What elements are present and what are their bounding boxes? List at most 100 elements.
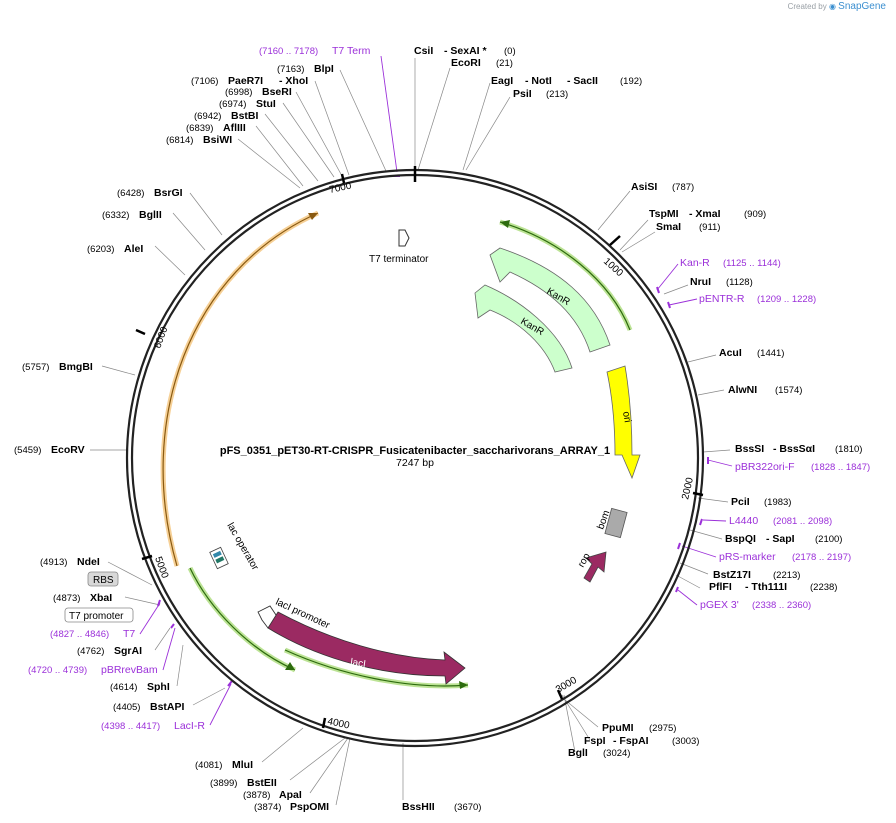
primer-laciR: LacI-R	[174, 720, 205, 732]
enzyme-ecoRV-pos: (5459)	[14, 445, 41, 456]
enzyme-aflIII-pos: (6839)	[186, 123, 213, 134]
primer-pgex: pGEX 3'	[700, 599, 739, 611]
enzyme-csi-pos: (0)	[504, 46, 516, 57]
primer-t7-pos: (4827 .. 4846)	[50, 629, 109, 640]
ori-arrow	[606, 365, 641, 480]
enzyme-blpI-pos: (7163)	[277, 64, 304, 75]
enzyme-aleI: AleI	[124, 243, 143, 255]
enzyme-pfl-pos: (2238)	[810, 582, 837, 593]
kanR-arrow-2	[474, 284, 573, 373]
tick-label: 2000	[680, 476, 696, 501]
snapgene-logo-icon: ◉	[828, 2, 836, 11]
enzyme-asiSI-pos: (787)	[672, 182, 694, 193]
enzyme-csiI: CsiI	[414, 45, 433, 57]
boxed-labels: RBS T7 promoter	[64, 571, 134, 623]
primer-marks	[157, 175, 709, 687]
enzyme-alwNI: AlwNI	[728, 384, 757, 396]
primer-rsmarker: pRS-marker	[719, 551, 776, 563]
enzyme-pae-pos: (7106)	[191, 76, 218, 87]
snapgene-brand: Created by ◉ SnapGene	[788, 1, 886, 12]
primer-pbrrev-pos: (4720 .. 4739)	[28, 665, 87, 676]
enzyme-bseRI: BseRI	[262, 86, 292, 98]
enzyme-bssHII-pos: (3670)	[454, 802, 481, 813]
enzyme-psiI-pos: (213)	[546, 89, 568, 100]
enzyme-bssSI: BssSI	[735, 443, 764, 455]
enzyme-fspI: FspI	[584, 735, 606, 747]
enzyme-xbaI: XbaI	[90, 592, 112, 604]
enzyme-blpI: BlpI	[314, 63, 334, 75]
t7-terminator-arrow	[398, 229, 410, 247]
primer-pbrrev: pBRrevBam	[101, 664, 158, 676]
enzyme-xhoI: - XhoI	[279, 75, 308, 87]
primer-t7term-pos: (7160 .. 7178)	[259, 46, 318, 57]
t7-promoter-label: T7 promoter	[69, 611, 124, 622]
lacI-arrow	[267, 611, 466, 685]
enzyme-paeR7I: PaeR7I	[228, 75, 263, 87]
primer-t7term: T7 Term	[332, 45, 371, 57]
enzyme-bstAPI: BstAPI	[150, 701, 185, 713]
tick-label: 4000	[326, 716, 350, 731]
enzyme-bsrGI: BsrGI	[154, 187, 183, 199]
features	[160, 210, 641, 689]
enzyme-pciI: PciI	[731, 496, 750, 508]
enzyme-ppuMI-pos: (2975)	[649, 723, 676, 734]
enzyme-bsiWI-pos: (6814)	[166, 135, 193, 146]
enzyme-ndeI-pos: (4913)	[40, 557, 67, 568]
enzyme-ecoRV: EcoRV	[51, 444, 85, 456]
primer-pbr322: pBR322ori-F	[735, 461, 795, 473]
enzyme-bsrGI-pos: (6428)	[117, 188, 144, 199]
enzyme-bstZ-pos: (2213)	[773, 570, 800, 581]
enzyme-bsiWI: BsiWI	[203, 134, 232, 146]
enzyme-tsp-pos: (909)	[744, 209, 766, 220]
enzyme-bstBI: BstBI	[231, 110, 259, 122]
created-by-label: Created by	[787, 2, 827, 11]
enzyme-mluI-pos: (4081)	[195, 760, 222, 771]
lac-operator-label: lac operator	[224, 521, 260, 573]
primer-pentr: pENTR-R	[699, 293, 745, 305]
enzyme-fspAI: - FspAI	[613, 735, 649, 747]
enzyme-bstZ17I: BstZ17I	[713, 569, 751, 581]
enzyme-pflFI: PflFI	[709, 581, 732, 593]
enzyme-bmgBI-pos: (5757)	[22, 362, 49, 373]
primer-l4440: L4440	[729, 515, 758, 527]
enzyme-bglII-pos: (6332)	[102, 210, 129, 221]
enzyme-stuI: StuI	[256, 98, 276, 110]
leader-lines	[90, 58, 731, 806]
primer-t7: T7	[123, 628, 135, 640]
enzyme-bssSaI: - BssSαI	[773, 443, 815, 455]
enzyme-bstEII-pos: (3899)	[210, 778, 237, 789]
enzyme-ecoRI-pos: (21)	[496, 58, 513, 69]
enzyme-sgrAI: SgrAI	[114, 645, 142, 657]
enzyme-ecoRI: EcoRI	[451, 57, 481, 69]
primer-pbr322-pos: (1828 .. 1847)	[811, 462, 870, 473]
enzyme-bmgBI: BmgBI	[59, 361, 93, 373]
enzyme-notI: - NotI	[525, 75, 552, 87]
enzyme-aflIII: AflIII	[223, 122, 246, 134]
enzyme-ppuMI: PpuMI	[602, 722, 634, 734]
enzyme-apaI: ApaI	[279, 789, 302, 801]
scale-ticks	[135, 173, 704, 729]
enzyme-bglII: BglII	[139, 209, 162, 221]
cds-track-right-arrowhead	[500, 220, 510, 228]
enzyme-smaI: SmaI	[656, 221, 681, 233]
enzyme-pciI-pos: (1983)	[764, 497, 791, 508]
enzyme-bss-pos: (1810)	[835, 444, 862, 455]
enzyme-mluI: MluI	[232, 759, 253, 771]
enzyme-nruI-pos: (1128)	[726, 277, 753, 288]
enzyme-sphI: SphI	[147, 681, 170, 693]
enzyme-tth111I: - Tth111I	[745, 581, 787, 593]
rbs-box	[87, 571, 119, 587]
enzyme-eagI: EagI	[491, 75, 513, 87]
enzyme-bstAPI-pos: (4405)	[113, 702, 140, 713]
enzyme-bglI-pos: (3024)	[603, 748, 630, 759]
tick-label: 6000	[152, 325, 170, 350]
primer-pgex-pos: (2338 .. 2360)	[752, 600, 811, 611]
enzyme-bstBI-pos: (6942)	[194, 111, 221, 122]
enzyme-acuI: AcuI	[719, 347, 742, 359]
enzyme-fsp-pos: (3003)	[672, 736, 699, 747]
enzyme-xmaI: - XmaI	[689, 208, 721, 220]
enzyme-sapI: - SapI	[766, 533, 795, 545]
enzyme-stuI-pos: (6974)	[219, 99, 246, 110]
enzyme-bseRI-pos: (6998)	[225, 87, 252, 98]
